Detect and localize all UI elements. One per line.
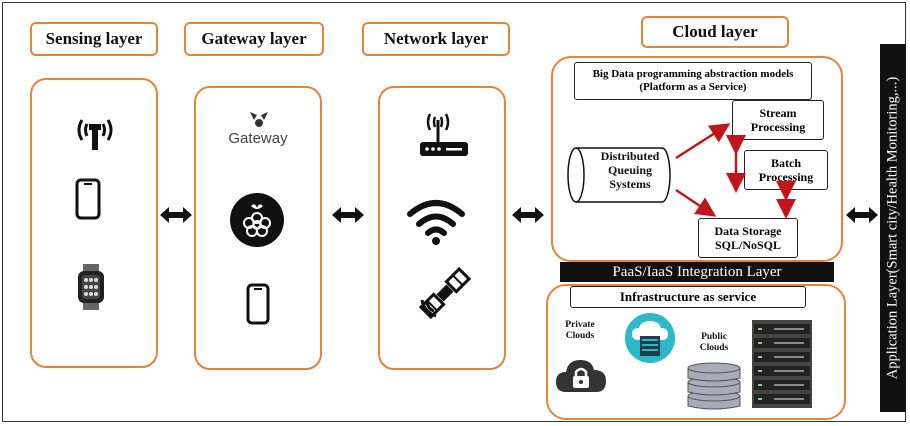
gateway-logo-text: Gateway [228, 130, 288, 147]
gateway-layer-title: Gateway layer [184, 22, 324, 56]
sensing-layer-box [30, 78, 158, 368]
database-icon [686, 362, 742, 410]
server-rack-icon [746, 318, 822, 412]
integration-layer-bar: PaaS/IaaS Integration Layer [560, 262, 834, 282]
cloud-layer-title: Cloud layer [641, 16, 789, 48]
double-arrow-gateway-network [332, 206, 364, 224]
smartphone-icon [75, 178, 101, 220]
antenna-icon [72, 112, 118, 152]
sensing-layer-title: Sensing layer [30, 22, 158, 56]
gateway-logo-icon [248, 110, 270, 128]
stream-processing-box: Stream Processing [732, 100, 824, 140]
application-layer-bar: Application Layer(Smart city/Health Moni… [880, 44, 906, 412]
network-layer-title: Network layer [362, 22, 510, 56]
data-storage-box: Data Storage SQL/NoSQL [698, 218, 798, 258]
big-data-models-box: Big Data programming abstraction models … [574, 62, 812, 100]
public-clouds-label: Public Clouds [699, 332, 729, 353]
double-arrow-network-cloud [512, 206, 544, 224]
raspberry-pi-icon [229, 192, 285, 248]
double-arrow-sensing-gateway [160, 206, 192, 224]
server-cloud-icon [624, 312, 676, 364]
lock-cloud-icon [554, 354, 608, 396]
iaas-title-box: Infrastructure as service [570, 286, 806, 308]
double-arrow-cloud-application [846, 206, 878, 224]
application-layer-label: Application Layer(Smart city/Health Moni… [884, 76, 901, 380]
wifi-icon [406, 198, 466, 246]
smartwatch-icon [76, 264, 106, 310]
queue-label: Distributed Queuing Systems [600, 149, 660, 191]
router-icon [418, 108, 470, 160]
satellite-icon [416, 264, 474, 322]
network-layer-box [378, 86, 506, 370]
smartphone-icon [246, 283, 270, 325]
queue-cylinder-icon [566, 146, 672, 204]
gateway-layer-box: Gateway [194, 86, 322, 370]
private-clouds-label: Private Clouds [565, 320, 595, 341]
